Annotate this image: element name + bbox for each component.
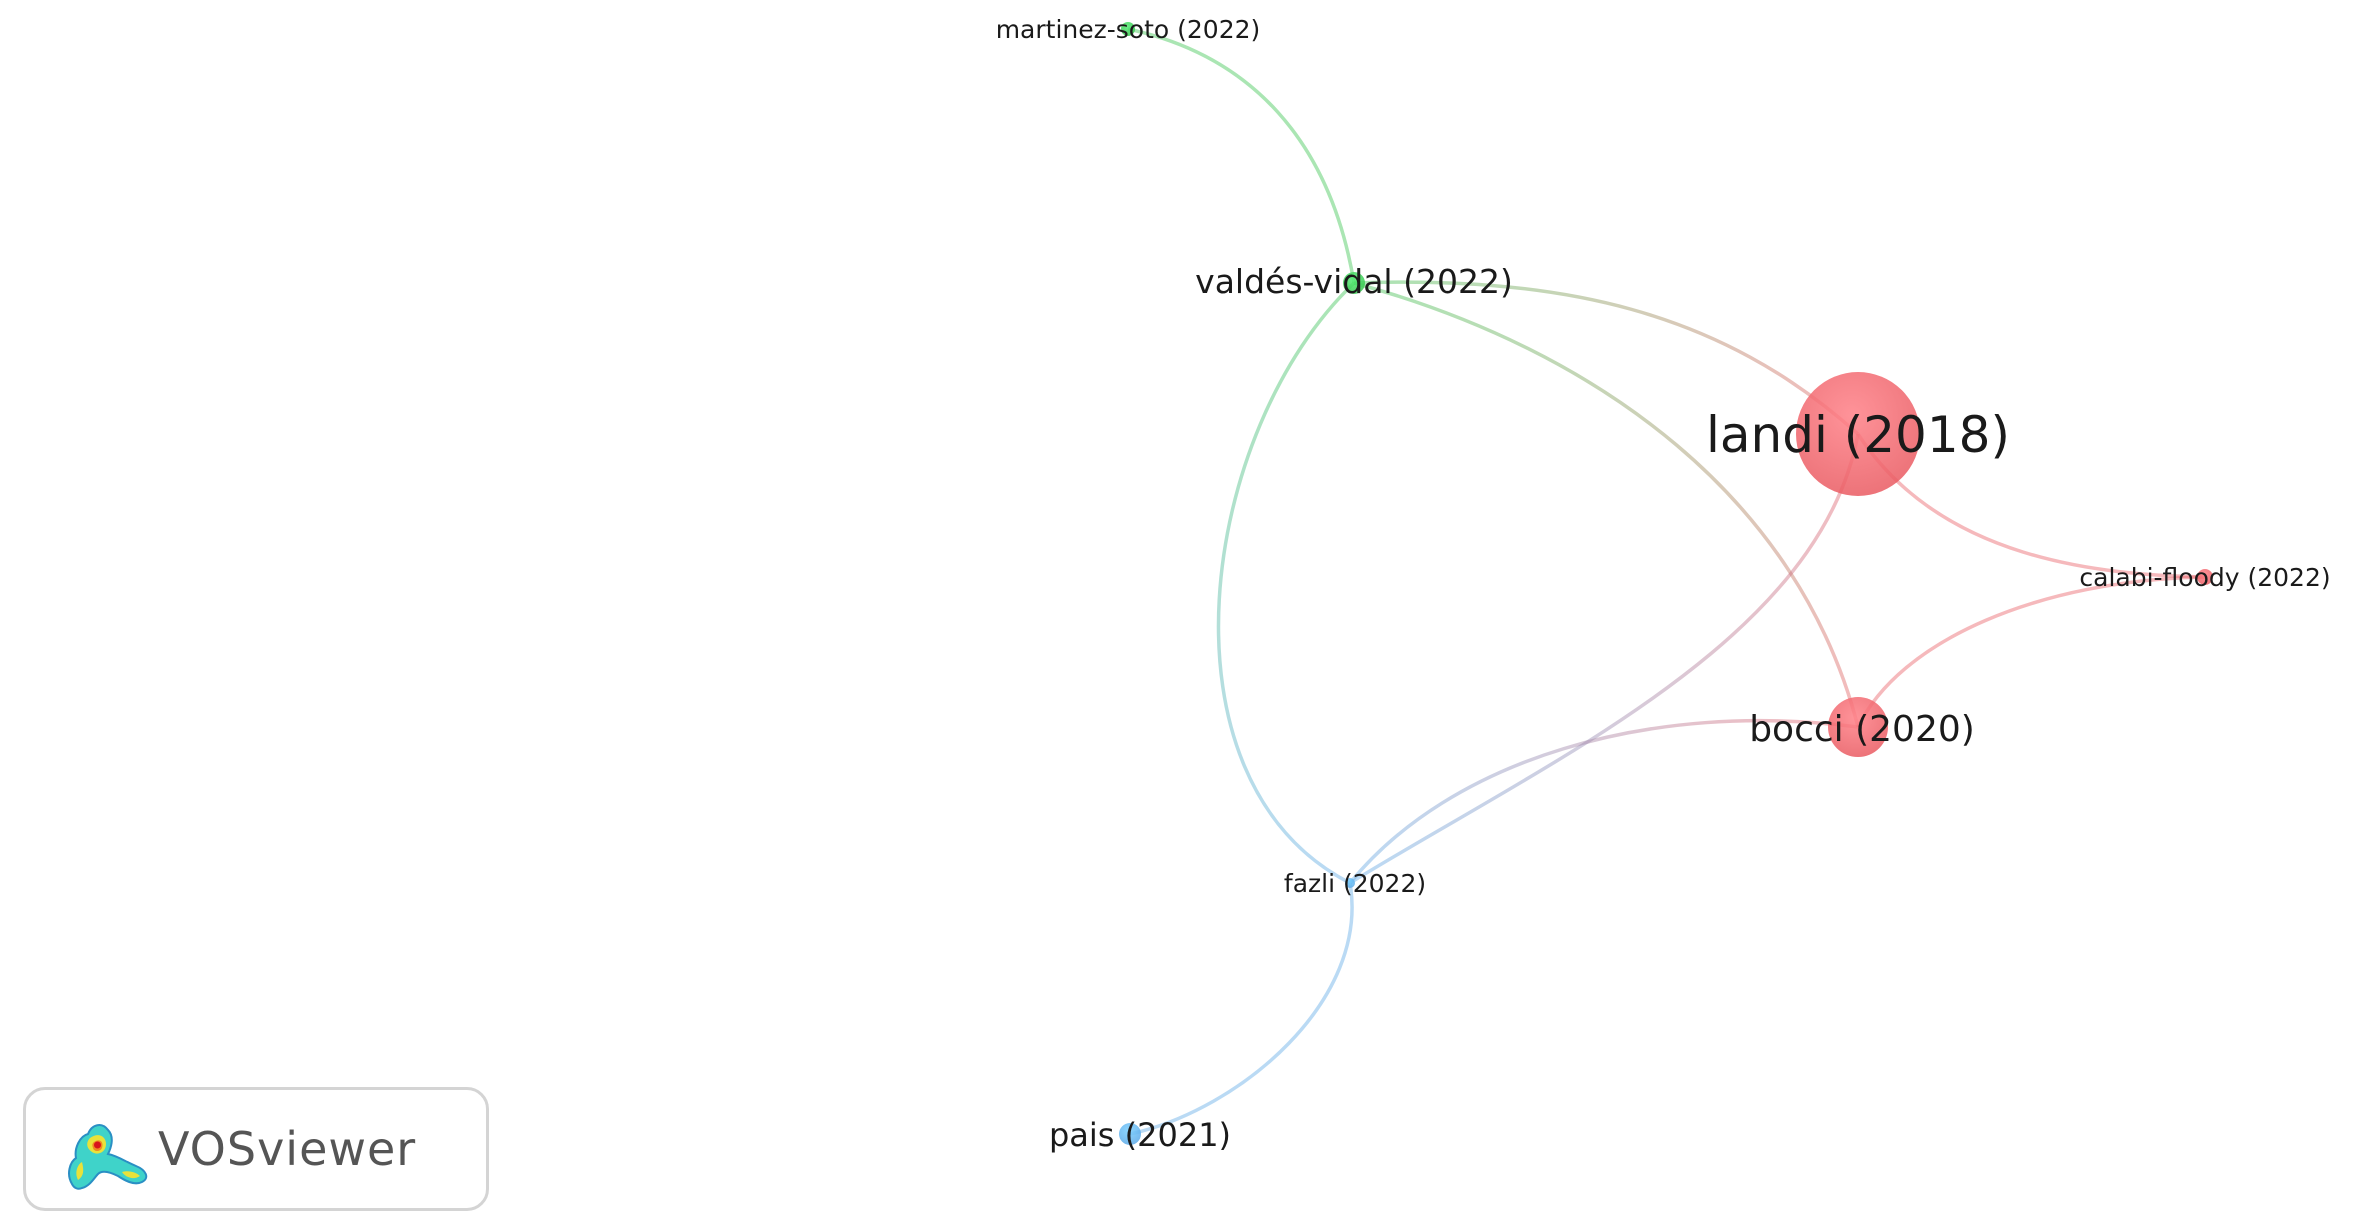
node-fazli[interactable] <box>1345 878 1355 888</box>
link-martinez-valdes <box>1127 27 1356 284</box>
link-bocci-calabi <box>1856 575 2206 728</box>
nodes-layer <box>1119 22 2213 1145</box>
vosviewer-heatmap-icon <box>68 1124 148 1190</box>
node-label-valdes[interactable]: valdés-vidal (2022) <box>1195 262 1513 301</box>
link-bocci-fazli <box>1348 718 1859 885</box>
node-pais[interactable] <box>1119 1123 1141 1145</box>
link-valdes-bocci <box>1353 281 1860 728</box>
node-label-bocci[interactable]: bocci (2020) <box>1749 709 1975 750</box>
node-landi[interactable] <box>1796 372 1920 496</box>
node-label-martinez[interactable]: martinez-soto (2022) <box>996 15 1261 44</box>
labels-layer: landi (2018) bocci (2020) calabi-floody (2… <box>996 15 2331 1154</box>
link-valdes-fazli <box>1216 281 1356 885</box>
vosviewer-logo: VOSviewer <box>23 1087 489 1211</box>
links-layer <box>1127 27 2206 1136</box>
link-fazli-pais <box>1129 882 1354 1136</box>
node-calabi[interactable] <box>2197 569 2213 585</box>
node-label-landi[interactable]: landi (2018) <box>1706 406 2010 464</box>
link-valdes-landi <box>1353 280 1860 436</box>
node-label-fazli[interactable]: fazli (2022) <box>1284 869 1426 898</box>
node-valdes[interactable] <box>1343 272 1365 294</box>
node-label-pais[interactable]: pais (2021) <box>1049 1116 1231 1154</box>
node-martinez[interactable] <box>1121 22 1135 36</box>
link-landi-fazli <box>1349 433 1860 885</box>
vosviewer-logo-text: VOSviewer <box>158 1122 417 1176</box>
node-label-calabi[interactable]: calabi-floody (2022) <box>2079 563 2330 592</box>
node-bocci[interactable] <box>1828 697 1888 757</box>
